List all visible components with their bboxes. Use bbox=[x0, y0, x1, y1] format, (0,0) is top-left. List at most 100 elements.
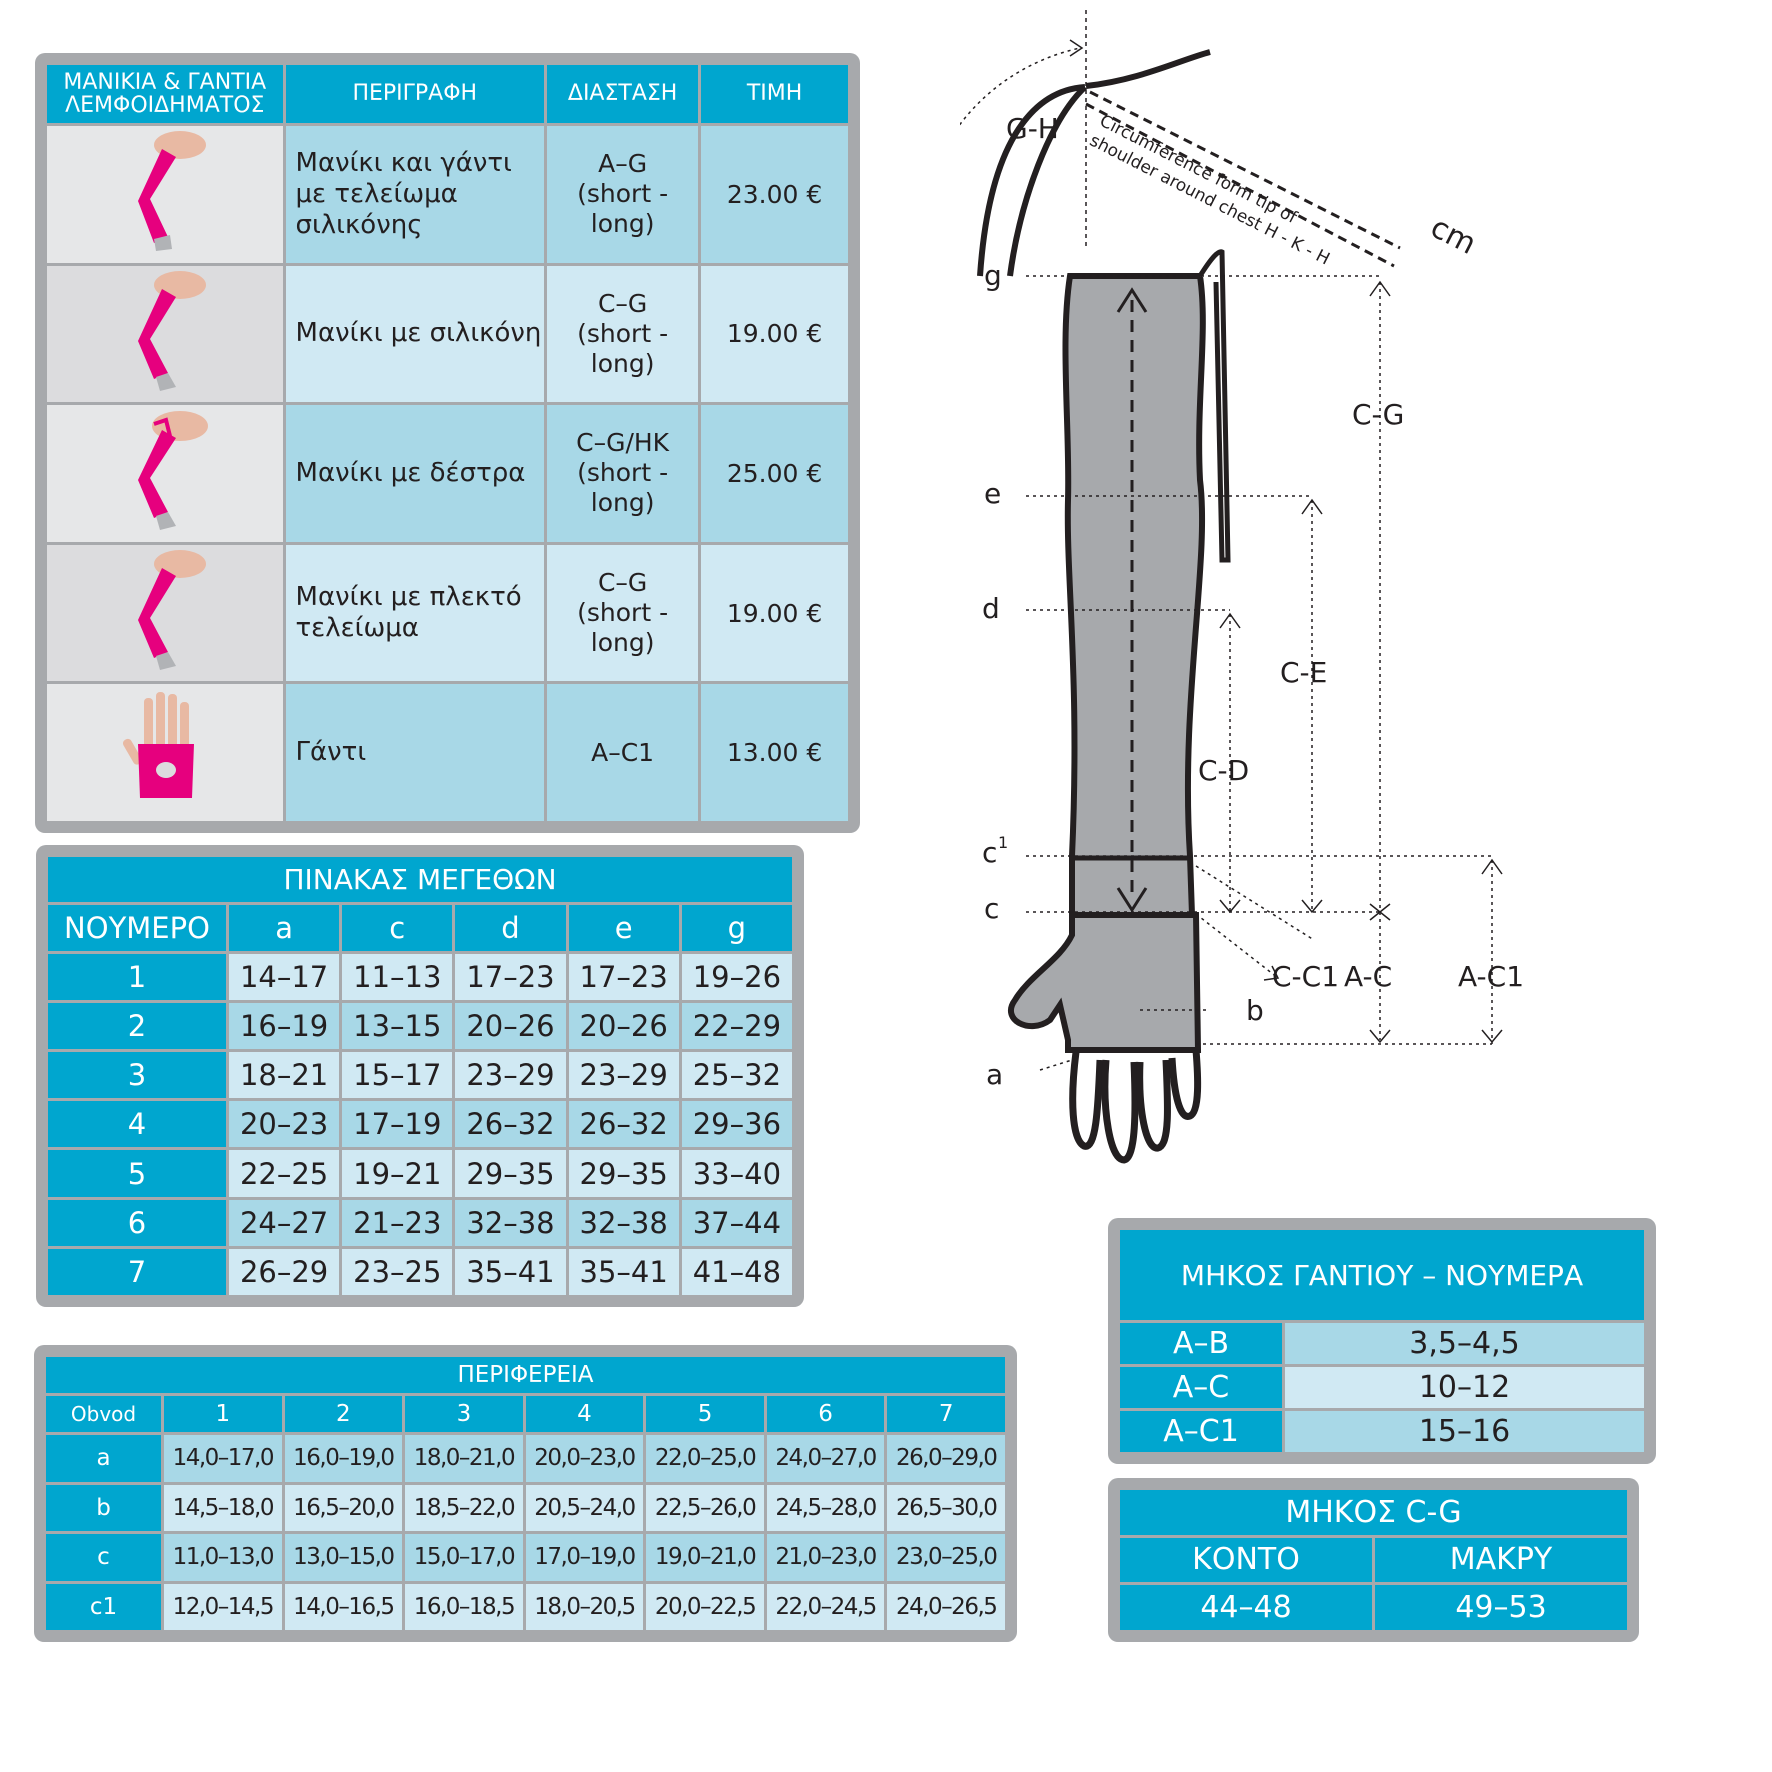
table-row: c 11,0–13,0 13,0–15,0 15,0–17,0 17,0–19,… bbox=[46, 1534, 1005, 1581]
product-price: 23.00 € bbox=[701, 126, 848, 263]
size-cell: 22–25 bbox=[229, 1150, 340, 1197]
size-table-title: ΠΙΝΑΚΑΣ ΜΕΓΕΘΩΝ bbox=[48, 857, 792, 902]
perimeter-header: 5 bbox=[646, 1396, 764, 1432]
size-number: 1 bbox=[48, 953, 226, 1001]
table-row: c1 12,0–14,5 14,0–16,5 16,0–18,5 18,0–20… bbox=[46, 1583, 1005, 1630]
circumference-label-1: Circumference form tip of bbox=[1096, 111, 1301, 228]
size-header: e bbox=[568, 904, 679, 951]
glove-length-table: ΜΗΚΟΣ ΓΑΝΤΙΟΥ – ΝΟΥΜΕΡΑ A–B 3,5–4,5 A–C … bbox=[1108, 1218, 1656, 1464]
perimeter-cell: 26,0–29,0 bbox=[887, 1435, 1005, 1482]
cm-label: cm bbox=[1425, 210, 1482, 262]
cg-header-long: ΜΑΚΡΥ bbox=[1375, 1537, 1627, 1583]
perimeter-header: 4 bbox=[525, 1396, 644, 1432]
label-c1: c bbox=[982, 836, 997, 869]
label-a: a bbox=[986, 1058, 1003, 1091]
perimeter-cell: 14,5–18,0 bbox=[164, 1484, 282, 1531]
size-number: 6 bbox=[48, 1199, 226, 1246]
label-ac1: A-C1 bbox=[1458, 960, 1524, 993]
product-price: 13.00 € bbox=[701, 684, 848, 821]
product-dimension: C–G/HK(short - long) bbox=[547, 405, 699, 542]
product-dimension: C–G(short - long) bbox=[547, 544, 699, 682]
size-cell: 17–23 bbox=[455, 953, 566, 1001]
perimeter-cell: 22,5–26,0 bbox=[646, 1484, 764, 1531]
product-image-sleeve-glove bbox=[47, 126, 283, 263]
header-description: ΠΕΡΙΓΡΑΦΗ bbox=[285, 65, 545, 123]
perimeter-cell: 18,5–22,0 bbox=[405, 1484, 523, 1531]
table-row: A–C 10–12 bbox=[1120, 1367, 1644, 1408]
size-header: c bbox=[342, 904, 453, 951]
perimeter-cell: 22,0–24,5 bbox=[766, 1583, 885, 1630]
product-dimension: A–C1 bbox=[547, 684, 699, 821]
label-e: e bbox=[984, 477, 1001, 510]
perimeter-row-label: c1 bbox=[46, 1583, 161, 1630]
perimeter-row-label: a bbox=[46, 1435, 161, 1482]
size-cell: 32–38 bbox=[568, 1199, 679, 1246]
header-dimension: ΔΙΑΣΤΑΣΗ bbox=[547, 65, 699, 123]
size-cell: 17–23 bbox=[568, 953, 679, 1001]
size-header: ΝΟΥΜΕΡΟ bbox=[48, 904, 226, 951]
table-row: 7 26–29 23–25 35–41 35–41 41–48 bbox=[48, 1248, 792, 1295]
label-b: b bbox=[1246, 994, 1264, 1027]
perimeter-cell: 13,0–15,0 bbox=[284, 1534, 403, 1581]
product-description: Μανίκι με δέστρα bbox=[285, 405, 545, 542]
perimeter-cell: 22,0–25,0 bbox=[646, 1435, 764, 1482]
size-cell: 20–26 bbox=[568, 1003, 679, 1050]
product-price: 19.00 € bbox=[701, 544, 848, 682]
size-cell: 24–27 bbox=[229, 1199, 340, 1246]
perimeter-cell: 20,5–24,0 bbox=[525, 1484, 644, 1531]
perimeter-header: 7 bbox=[887, 1396, 1005, 1432]
table-row: b 14,5–18,0 16,5–20,0 18,5–22,0 20,5–24,… bbox=[46, 1484, 1005, 1531]
size-number: 3 bbox=[48, 1052, 226, 1099]
product-dimension: C–G(short - long) bbox=[547, 265, 699, 403]
size-cell: 21–23 bbox=[342, 1199, 453, 1246]
label-ac: A-C bbox=[1344, 960, 1392, 993]
glove-length-label: A–C bbox=[1120, 1367, 1282, 1408]
table-row: a 14,0–17,0 16,0–19,0 18,0–21,0 20,0–23,… bbox=[46, 1435, 1005, 1482]
perimeter-cell: 20,0–22,5 bbox=[646, 1583, 764, 1630]
size-cell: 26–29 bbox=[229, 1248, 340, 1295]
perimeter-cell: 14,0–16,5 bbox=[284, 1583, 403, 1630]
size-number: 5 bbox=[48, 1150, 226, 1197]
table-row: 1 14–17 11–13 17–23 17–23 19–26 bbox=[48, 953, 792, 1001]
label-ce: C-E bbox=[1280, 656, 1327, 689]
size-cell: 32–38 bbox=[455, 1199, 566, 1246]
size-cell: 15–17 bbox=[342, 1052, 453, 1099]
size-number: 7 bbox=[48, 1248, 226, 1295]
size-cell: 20–23 bbox=[229, 1101, 340, 1148]
size-cell: 11–13 bbox=[342, 953, 453, 1001]
header-product: ΜΑΝΙΚΙΑ & ΓΑΝΤΙΑ ΛΕΜΦΟΙΔΗΜΑΤΟΣ bbox=[47, 65, 283, 123]
perimeter-cell: 19,0–21,0 bbox=[646, 1534, 764, 1581]
size-header: g bbox=[681, 904, 792, 951]
size-cell: 26–32 bbox=[455, 1101, 566, 1148]
size-header: a bbox=[229, 904, 340, 951]
size-cell: 37–44 bbox=[681, 1199, 792, 1246]
size-cell: 16–19 bbox=[229, 1003, 340, 1050]
product-price: 19.00 € bbox=[701, 265, 848, 403]
label-cg: C-G bbox=[1352, 398, 1404, 431]
size-cell: 19–21 bbox=[342, 1150, 453, 1197]
perimeter-cell: 17,0–19,0 bbox=[525, 1534, 644, 1581]
label-gh: G-H bbox=[1006, 112, 1059, 145]
size-cell: 29–36 bbox=[681, 1101, 792, 1148]
size-cell: 23–29 bbox=[455, 1052, 566, 1099]
table-row: 2 16–19 13–15 20–26 20–26 22–29 bbox=[48, 1003, 792, 1050]
cg-length-title: ΜΗΚΟΣ C-G bbox=[1120, 1490, 1627, 1535]
label-cd: C-D bbox=[1198, 754, 1249, 787]
product-dimension: A–G(short - long) bbox=[547, 126, 699, 263]
size-cell: 35–41 bbox=[568, 1248, 679, 1295]
circumference-label-2: shoulder around chest H - K - H bbox=[1086, 131, 1333, 270]
product-image-sleeve-knit bbox=[47, 544, 283, 682]
perimeter-cell: 16,0–18,5 bbox=[405, 1583, 523, 1630]
perimeter-cell: 16,5–20,0 bbox=[284, 1484, 403, 1531]
table-row: 4 20–23 17–19 26–32 26–32 29–36 bbox=[48, 1101, 792, 1148]
size-cell: 23–29 bbox=[568, 1052, 679, 1099]
product-description: Μανίκι και γάντι με τελείωμα σιλικόνης bbox=[285, 126, 545, 263]
product-image-sleeve-strap bbox=[47, 405, 283, 542]
glove-length-label: A–C1 bbox=[1120, 1411, 1282, 1452]
product-image-glove bbox=[47, 684, 283, 821]
arm-measurement-diagram: Circumference form tip of shoulder aroun… bbox=[960, 10, 1524, 1164]
glove-length-value: 15–16 bbox=[1285, 1411, 1644, 1452]
perimeter-header: 6 bbox=[766, 1396, 885, 1432]
perimeter-cell: 11,0–13,0 bbox=[164, 1534, 282, 1581]
perimeter-cell: 16,0–19,0 bbox=[284, 1435, 403, 1482]
